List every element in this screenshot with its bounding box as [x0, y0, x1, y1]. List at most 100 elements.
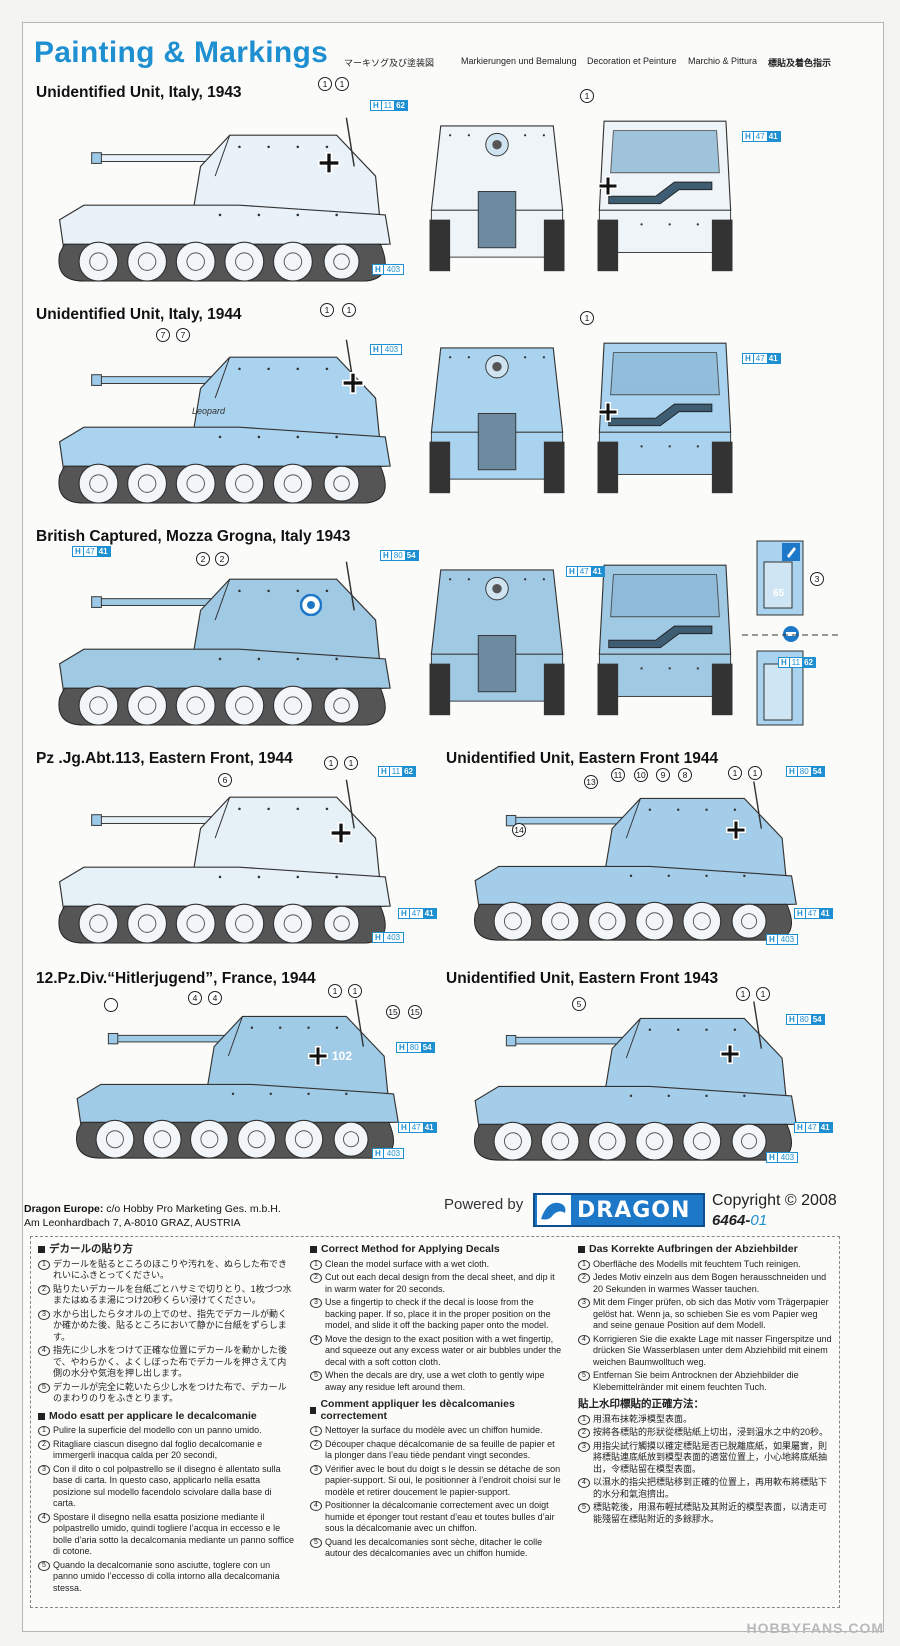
instructions-title-fr: Comment appliquer les dècalcomanies corr… — [310, 1398, 564, 1422]
callout-number: 1 — [328, 984, 342, 998]
tank-side-view — [30, 552, 410, 727]
balkenkreuz-marking — [598, 402, 618, 422]
instructions-title-de: Das Korrekte Aufbringen der Abziehbilder — [578, 1243, 834, 1256]
scheme-title: British Captured, Mozza Grogna, Italy 19… — [36, 528, 351, 545]
callout-number: 15 — [386, 1005, 400, 1019]
callout-number: 9 — [656, 768, 670, 782]
callout-number: 1 — [748, 766, 762, 780]
hull-number-65: 65 — [773, 588, 785, 599]
tank-front-view — [422, 548, 572, 723]
scheme-title: Unidentified Unit, Italy, 1943 — [36, 84, 242, 101]
powered-by-text: Powered by — [444, 1196, 524, 1213]
callout-number: 15 — [408, 1005, 422, 1019]
callout-number: 4 — [188, 991, 202, 1005]
tank-side-view — [30, 330, 410, 505]
callout-number: 1 — [348, 984, 362, 998]
callout-number: 1 — [580, 89, 594, 103]
tank-front-view — [422, 104, 572, 279]
scheme-title: Unidentified Unit, Eastern Front 1944 — [446, 750, 719, 767]
instructions-column-3: Das Korrekte Aufbringen der Abziehbilder… — [578, 1243, 834, 1527]
title-italian: Marchio & Pittura — [688, 56, 758, 66]
callout-number: 2 — [196, 552, 210, 566]
copyright-text: Copyright © 2008 — [712, 1192, 837, 1209]
roundel-marking — [300, 594, 322, 616]
kit-number: 6464-01 — [712, 1212, 768, 1229]
brand-wordmark: DRAGON — [577, 1197, 691, 1223]
callout-number: 14 — [512, 823, 526, 837]
balkenkreuz-marking — [318, 152, 340, 174]
callout-number: 1 — [342, 303, 356, 317]
callout-number: 6 — [218, 773, 232, 787]
tank-front-view — [422, 326, 572, 501]
callout-number: 1 — [756, 987, 770, 1001]
callout-number: 3 — [810, 572, 824, 586]
callout-number: 2 — [215, 552, 229, 566]
balkenkreuz-marking — [598, 176, 618, 196]
tank-side-view — [48, 990, 418, 1160]
instructions-title-it: Modo esatt per applicare le decalcomanie — [38, 1410, 294, 1423]
scheme-title: Unidentified Unit, Eastern Front 1943 — [446, 970, 719, 987]
callout-number: 13 — [584, 775, 598, 789]
callout-number: 11 — [611, 768, 625, 782]
callout-number: 1 — [580, 311, 594, 325]
balkenkreuz-marking — [342, 372, 364, 394]
detail-inset-bottom — [756, 650, 804, 726]
title-french: Decoration et Peinture — [587, 56, 677, 66]
title-chinese: 標貼及着色指示 — [768, 58, 832, 68]
callout-number: 1 — [335, 77, 349, 91]
hull-number-102: 102 — [332, 1049, 353, 1063]
callout-number: 10 — [634, 768, 648, 782]
instructions-title-zh: 貼上水印標貼的正確方法： — [578, 1398, 704, 1410]
company-address: Dragon Europe: c/o Hobby Pro Marketing G… — [24, 1202, 281, 1230]
callout-number: 5 — [572, 997, 586, 1011]
paint-brush-icon — [782, 543, 800, 561]
tank-side-view — [446, 992, 816, 1162]
